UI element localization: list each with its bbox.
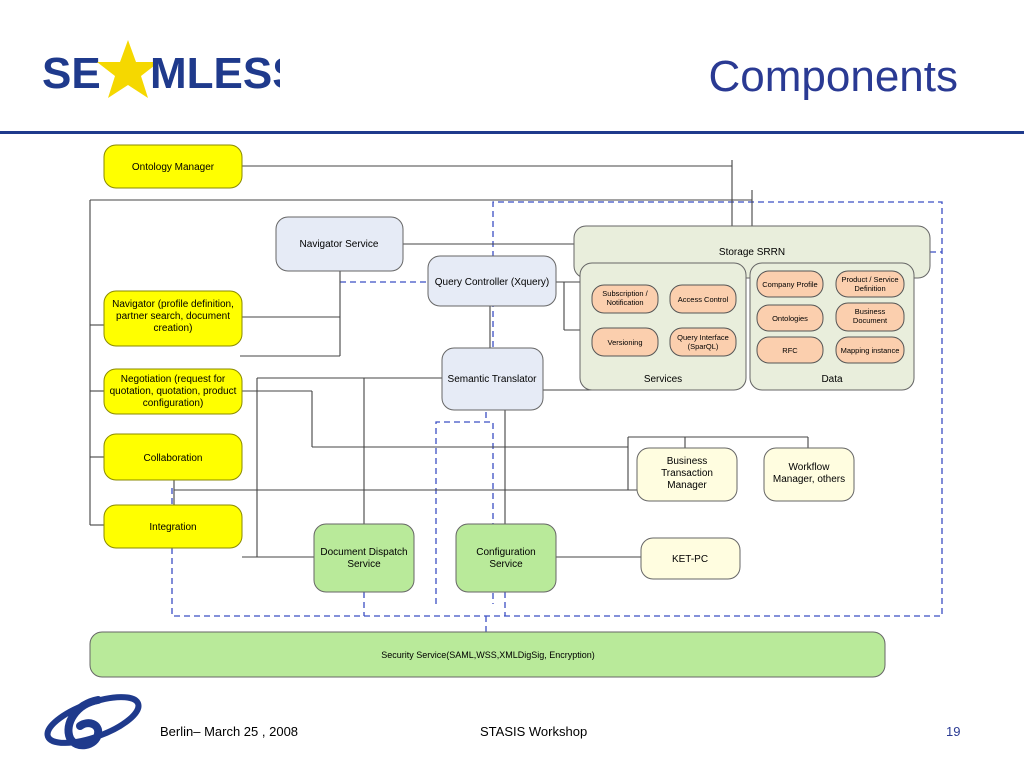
salmon-nodes	[591, 270, 905, 364]
footer-event: STASIS Workshop	[480, 724, 588, 739]
services-label: Services	[644, 374, 682, 385]
fp7-logo	[44, 694, 142, 750]
ket-pc-label: KET-PC	[672, 554, 708, 565]
semantic-translator-label: Semantic Translator	[448, 374, 538, 385]
query-controller-label: Query Controller (Xquery)	[435, 277, 549, 288]
versioning-label: Versioning	[607, 338, 642, 347]
navigator-service-label: Navigator Service	[300, 239, 379, 250]
logo-text-left: SE	[42, 49, 101, 98]
storage-srrn-label: Storage SRRN	[719, 247, 785, 258]
security-service-box	[89, 631, 886, 678]
collaboration-label: Collaboration	[144, 453, 203, 464]
logo-text-right: MLESS	[150, 49, 280, 98]
yellow-nodes	[103, 144, 243, 549]
navigator-label: Navigator (profile definition,partner se…	[112, 299, 234, 334]
document-dispatch-box	[313, 523, 415, 593]
blue-nodes	[275, 216, 557, 411]
page-number: 19	[946, 724, 961, 739]
footer-location-date: Berlin– March 25 , 2008	[160, 724, 299, 739]
subscription-label: Subscription /Notification	[602, 289, 648, 307]
services-box	[579, 262, 747, 391]
ontology-manager-label: Ontology Manager	[132, 162, 215, 173]
rfc-label: RFC	[782, 346, 798, 355]
ontologies-label: Ontologies	[772, 314, 808, 323]
data-label: Data	[821, 374, 843, 385]
configuration-service-box	[455, 523, 557, 593]
ket-pc-box	[640, 537, 741, 580]
security-service-label: Security Service(SAML,WSS,XMLDigSig, Enc…	[381, 650, 595, 660]
access-control-label: Access Control	[678, 295, 729, 304]
workflow-manager-box	[763, 447, 855, 502]
star-icon	[97, 40, 159, 98]
page-title: Components	[708, 52, 958, 101]
header-divider	[0, 131, 1024, 134]
mapping-instance-label: Mapping instance	[841, 346, 900, 355]
business-transaction-box	[636, 447, 738, 502]
seamless-logo: SE MLESS	[42, 40, 280, 98]
integration-label: Integration	[149, 522, 196, 533]
connector-lines	[89, 160, 809, 558]
query-interface-label: Query Interface(SparQL)	[677, 333, 729, 351]
company-profile-label: Company Profile	[762, 280, 817, 289]
